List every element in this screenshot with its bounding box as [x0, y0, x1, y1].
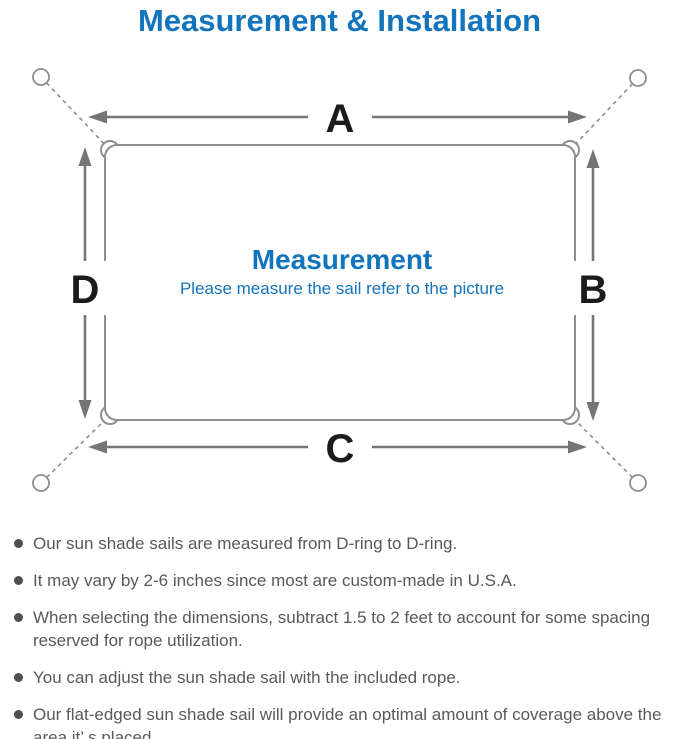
- dimension-label-d: D: [71, 268, 100, 312]
- rope-bottom-left: [40, 414, 111, 484]
- note-text: Our sun shade sails are measured from D-…: [33, 534, 458, 553]
- dimension-label-c: C: [326, 427, 355, 471]
- note-text: Our flat-edged sun shade sail will provi…: [33, 705, 662, 739]
- diagram-center-title: Measurement: [252, 244, 433, 275]
- page-title: Measurement & Installation: [137, 3, 542, 38]
- arrowhead-b-top: [586, 149, 600, 168]
- anchor-points: [32, 68, 647, 492]
- arrowhead-d-top: [78, 147, 92, 166]
- bullet-icon: [14, 710, 23, 719]
- dimension-label-a: A: [326, 97, 355, 141]
- anchor-circle-top-right: [629, 69, 647, 87]
- rope-top-left: [40, 76, 111, 151]
- anchor-circle-top-left: [32, 68, 50, 86]
- label-bg-c: [308, 425, 372, 469]
- label-bg-d: [58, 261, 112, 315]
- bullet-icon: [14, 576, 23, 585]
- list-item: Our flat-edged sun shade sail will provi…: [12, 703, 672, 739]
- note-text: When selecting the dimensions, subtract …: [33, 608, 651, 650]
- arrowhead-a-right: [568, 110, 587, 124]
- bullet-icon: [14, 673, 23, 682]
- arrowhead-a-left: [88, 110, 107, 124]
- arrowhead-c-right: [568, 440, 587, 454]
- arrowhead-d-bottom: [78, 400, 92, 419]
- bullet-icon: [14, 539, 23, 548]
- label-bg-a: [308, 95, 372, 139]
- arrowhead-c-left: [88, 440, 107, 454]
- label-bg-b: [566, 261, 620, 315]
- list-item: Our sun shade sails are measured from D-…: [12, 532, 672, 555]
- rope-top-right: [569, 77, 639, 151]
- rope-bottom-right: [569, 414, 639, 484]
- dimension-label-b: B: [579, 268, 608, 312]
- arrowhead-b-bottom: [586, 402, 600, 421]
- measurement-diagram: A B C D Measurement Please measure the s…: [32, 68, 647, 492]
- rope-dashed-lines: [40, 76, 639, 484]
- note-text: It may vary by 2-6 inches since most are…: [33, 571, 517, 590]
- list-item: You can adjust the sun shade sail with t…: [12, 666, 672, 689]
- list-item: It may vary by 2-6 inches since most are…: [12, 569, 672, 592]
- note-text: You can adjust the sun shade sail with t…: [33, 668, 461, 687]
- diagram-center-subtitle: Please measure the sail refer to the pic…: [180, 279, 504, 298]
- list-item: When selecting the dimensions, subtract …: [12, 606, 672, 652]
- bullet-icon: [14, 613, 23, 622]
- anchor-circle-bottom-right: [629, 474, 647, 492]
- notes-list: Our sun shade sails are measured from D-…: [12, 532, 672, 739]
- label-backgrounds: [58, 95, 620, 469]
- anchor-circle-bottom-left: [32, 474, 50, 492]
